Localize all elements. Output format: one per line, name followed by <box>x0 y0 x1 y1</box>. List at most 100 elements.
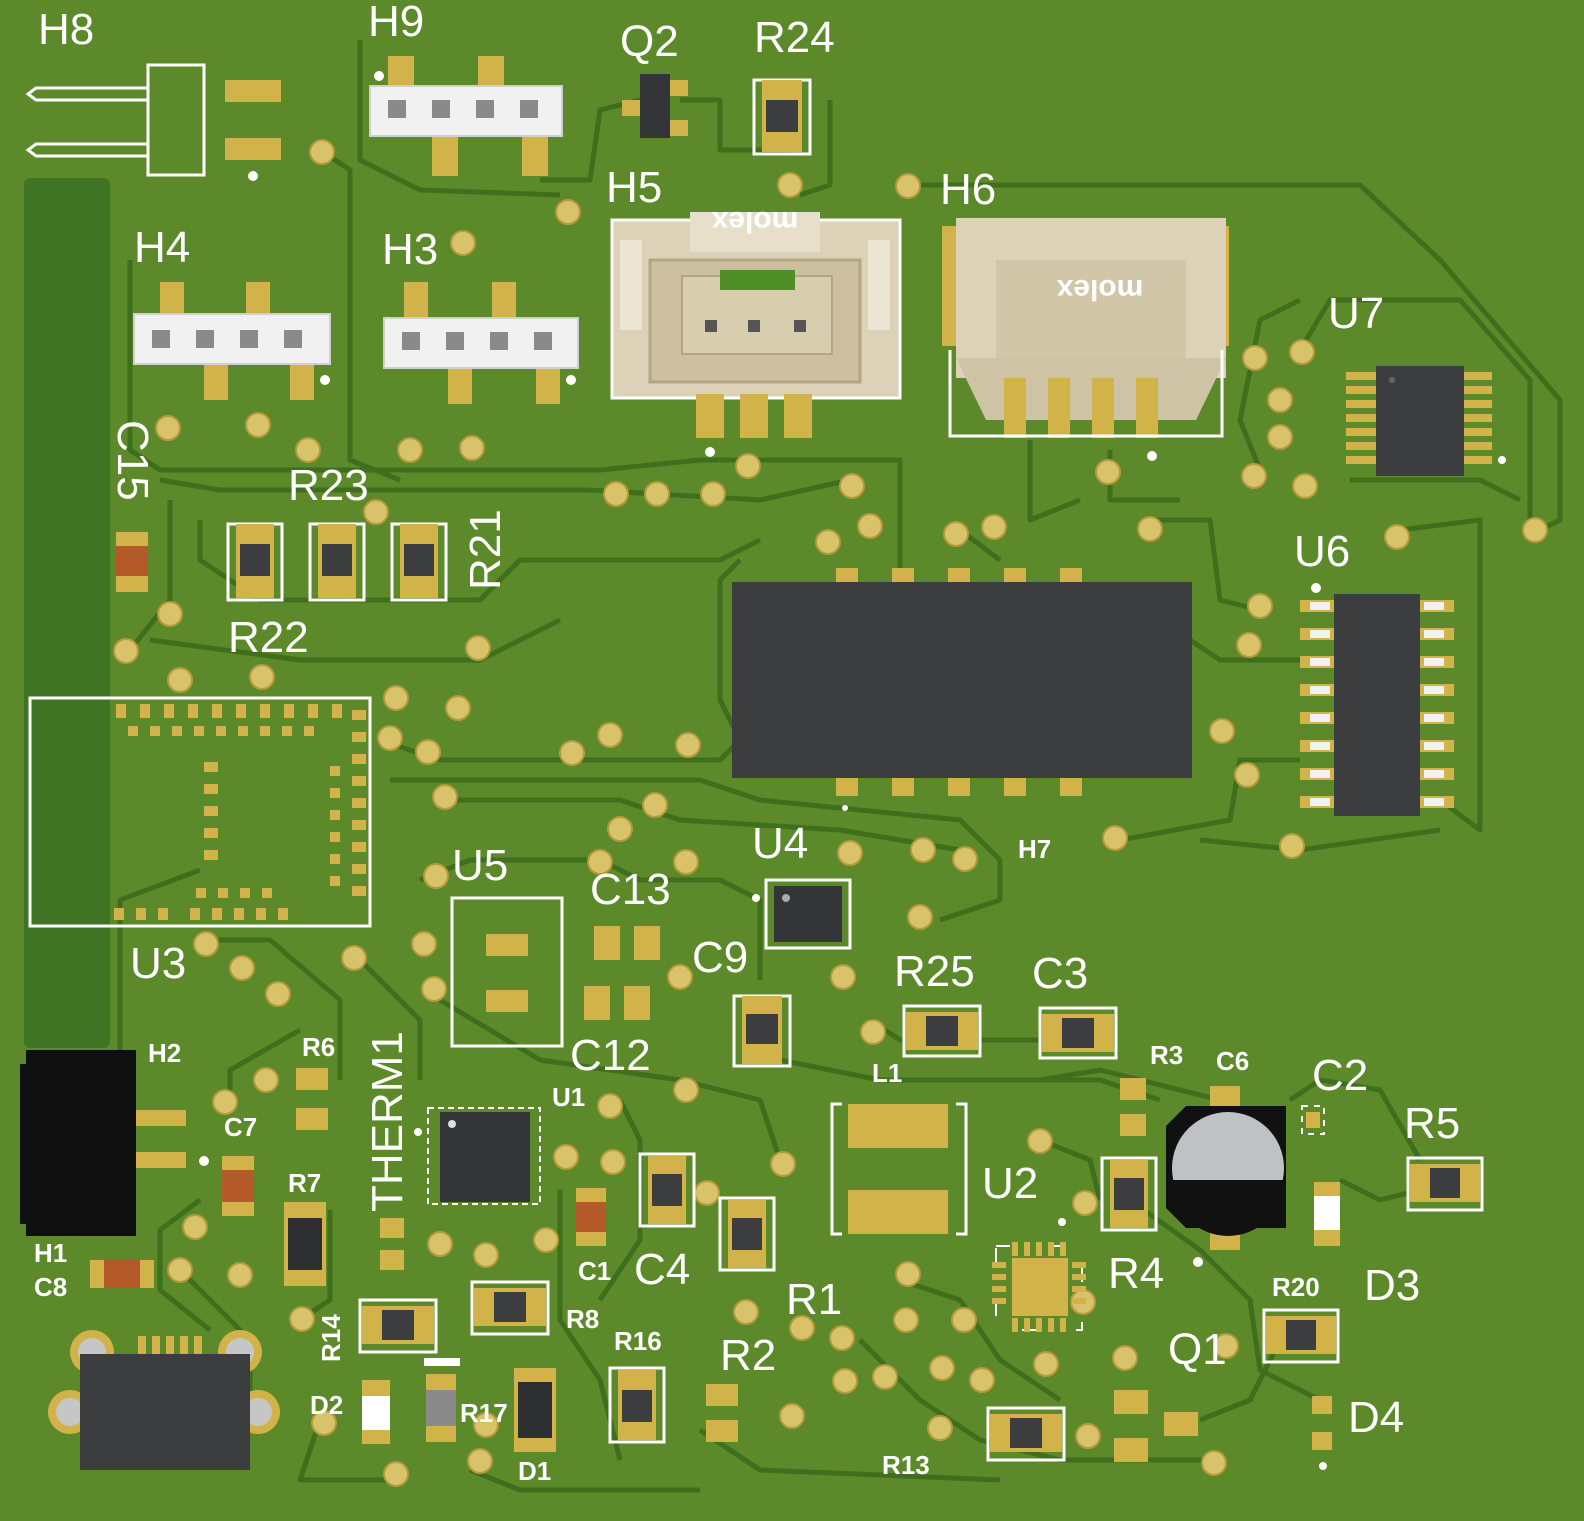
connector-h5: molex <box>610 205 902 457</box>
capacitor-c1 <box>576 1188 606 1246</box>
label-u1: U1 <box>552 1082 585 1112</box>
label-u6: U6 <box>1294 527 1350 576</box>
capacitor-c8 <box>90 1260 154 1288</box>
copper-traces <box>117 40 1563 1493</box>
label-c15: C15 <box>108 420 157 501</box>
led-d3 <box>1314 1182 1340 1246</box>
resistor-r20 <box>1262 1308 1340 1364</box>
ic-u2 <box>992 1218 1086 1332</box>
label-r23: R23 <box>288 461 369 510</box>
resistor-r17 <box>424 1358 460 1442</box>
label-r2: R2 <box>720 1331 776 1380</box>
usb-connector <box>48 1330 280 1470</box>
label-c12: C12 <box>570 1031 651 1080</box>
label-u7: U7 <box>1328 289 1384 338</box>
resistor-r7 <box>284 1202 326 1286</box>
label-r22: R22 <box>228 613 309 662</box>
transistor-q1 <box>1114 1390 1198 1462</box>
ic-u4 <box>752 878 852 950</box>
label-c1: C1 <box>578 1256 611 1286</box>
label-c6: C6 <box>1216 1046 1249 1076</box>
label-u2: U2 <box>982 1159 1038 1208</box>
label-l1: L1 <box>872 1058 902 1088</box>
label-d2: D2 <box>310 1390 343 1420</box>
label-d3: D3 <box>1364 1261 1420 1310</box>
label-h5: H5 <box>606 163 662 212</box>
transistor-q2 <box>622 74 688 138</box>
label-r4: R4 <box>1108 1249 1164 1298</box>
capacitor-c7 <box>222 1156 254 1216</box>
diode-d1 <box>514 1368 556 1452</box>
label-c7: C7 <box>224 1112 257 1142</box>
label-h3: H3 <box>382 225 438 274</box>
header-h2 <box>20 1050 209 1236</box>
h5-brand-text: molex <box>711 205 798 238</box>
label-r20: R20 <box>1272 1272 1320 1302</box>
header-h8 <box>25 63 281 181</box>
ic-u7 <box>1346 366 1506 476</box>
led-d4 <box>1312 1396 1332 1470</box>
label-c13: C13 <box>590 865 671 914</box>
connector-h6: molex <box>942 218 1229 461</box>
label-u3: U3 <box>130 939 186 988</box>
label-q1: Q1 <box>1168 1325 1227 1374</box>
resistor-r8 <box>470 1280 550 1336</box>
capacitor-c15 <box>116 532 148 592</box>
vias <box>113 139 1548 1487</box>
resistor-r13 <box>986 1406 1066 1462</box>
ic-u1 <box>414 1107 541 1205</box>
label-h6: H6 <box>940 165 996 214</box>
label-r3: R3 <box>1150 1040 1183 1070</box>
label-h8: H8 <box>38 5 94 54</box>
resistor-r24 <box>752 78 812 156</box>
label-h1: H1 <box>34 1238 67 1268</box>
capacitor-c3 <box>1038 1006 1118 1060</box>
label-r6: R6 <box>302 1032 335 1062</box>
resistor-r1 <box>718 1196 776 1272</box>
label-h7: H7 <box>1018 834 1051 864</box>
resistor-r21 <box>390 522 448 602</box>
label-r16: R16 <box>614 1326 662 1356</box>
label-c9: C9 <box>692 933 748 982</box>
label-d1: D1 <box>518 1456 551 1486</box>
capacitor-c6 <box>1166 1086 1286 1267</box>
label-q2: Q2 <box>620 17 679 66</box>
label-r21: R21 <box>461 509 510 590</box>
label-u5: U5 <box>452 841 508 890</box>
label-therm1: THERM1 <box>363 1031 412 1212</box>
resistor-r2 <box>706 1384 738 1442</box>
label-r13: R13 <box>882 1450 930 1480</box>
thermistor-therm1 <box>380 1218 404 1270</box>
label-h2: H2 <box>148 1038 181 1068</box>
header-h4 <box>133 282 331 400</box>
label-r24: R24 <box>754 13 835 62</box>
resistor-r4 <box>1100 1156 1158 1232</box>
label-c3: C3 <box>1032 949 1088 998</box>
capacitor-c12 <box>584 986 650 1020</box>
resistor-r5 <box>1406 1156 1484 1212</box>
label-c2: C2 <box>1312 1051 1368 1100</box>
h6-brand-text: molex <box>1056 273 1143 306</box>
label-r7: R7 <box>288 1168 321 1198</box>
label-r17: R17 <box>460 1398 508 1428</box>
capacitor-c13 <box>594 926 660 960</box>
label-c4: C4 <box>634 1245 690 1294</box>
label-r8: R8 <box>566 1304 599 1334</box>
resistor-r3 <box>1120 1078 1146 1136</box>
resistor-r6 <box>296 1068 328 1130</box>
label-h9: H9 <box>368 0 424 46</box>
header-h9 <box>369 56 563 176</box>
resistor-r22 <box>308 522 366 602</box>
label-d4: D4 <box>1348 1393 1404 1442</box>
label-u4: U4 <box>752 819 808 868</box>
silkscreen-labels: H8 H9 Q2 R24 H5 H6 H4 H3 U7 C15 R23 R21 … <box>34 0 1460 1486</box>
capacitor-c9 <box>732 994 792 1068</box>
antenna-copper-strip <box>24 178 110 1048</box>
resistor-r25 <box>902 1004 982 1058</box>
label-r25: R25 <box>894 947 975 996</box>
ic-u6 <box>1300 583 1454 816</box>
header-h3 <box>383 282 579 404</box>
resistor-r14 <box>358 1298 438 1354</box>
capacitor-c2 <box>1301 1105 1325 1135</box>
module-u3 <box>28 696 372 928</box>
